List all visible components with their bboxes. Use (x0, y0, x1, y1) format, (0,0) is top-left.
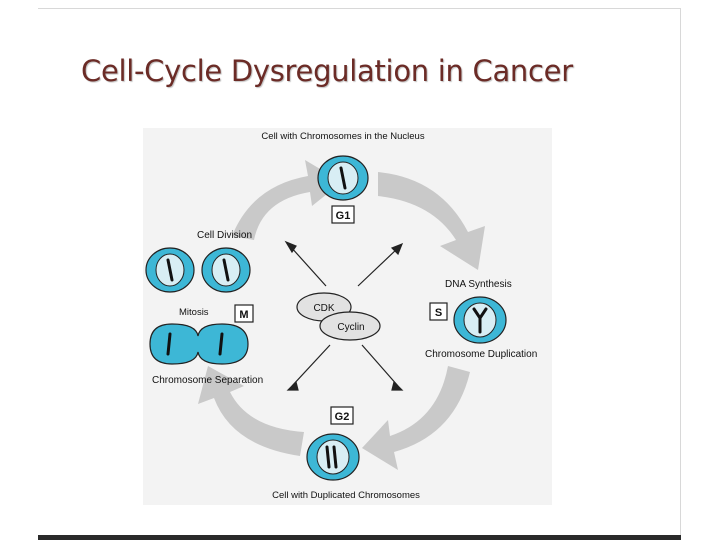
cycle-arrow-g1-to-s (378, 172, 485, 270)
bottom-bar (38, 535, 681, 540)
cycle-arrow-s-to-g2 (362, 366, 470, 470)
phase-box-s: S (429, 302, 448, 321)
mitosis-cell (149, 323, 249, 365)
phase-label-m: M (239, 309, 248, 321)
cyclin-label: Cyclin (337, 322, 364, 333)
chromosome-duplication-label: Chromosome Duplication (425, 349, 537, 360)
regulation-arrows (284, 240, 404, 391)
cell-division-label: Cell Division (197, 230, 252, 241)
cycle-arrow-m-to-g1 (232, 160, 342, 240)
slide-border-right (680, 8, 681, 535)
daughter-cell-left (145, 247, 195, 293)
phase-box-g1: G1 (331, 205, 355, 224)
phase-box-g2: G2 (330, 406, 354, 425)
slide-title: Cell-Cycle Dysregulation in Cancer (81, 54, 573, 88)
phase-label-g1: G1 (336, 210, 351, 222)
s-phase-cell (453, 296, 507, 344)
phase-label-s: S (435, 307, 442, 319)
cycle-arrows (198, 160, 485, 470)
cyclin-oval (319, 311, 381, 341)
cdk-cyclin-complex (296, 292, 381, 341)
phase-label-g2: G2 (335, 411, 350, 423)
mitosis-label: Mitosis (179, 307, 209, 318)
chromosome-separation-label: Chromosome Separation (152, 375, 263, 386)
g1-cell (317, 155, 369, 201)
dna-synthesis-label: DNA Synthesis (445, 279, 512, 290)
daughter-cell-right (201, 247, 251, 293)
cycle-arrow-g2-to-m (198, 366, 304, 456)
top-cell-label: Cell with Chromosomes in the Nucleus (261, 131, 424, 142)
phase-box-m: M (234, 304, 254, 323)
g2-cell (306, 433, 360, 481)
bottom-cell-label: Cell with Duplicated Chromosomes (272, 490, 420, 501)
slide-border-top (38, 8, 680, 9)
cdk-label: CDK (313, 303, 334, 314)
